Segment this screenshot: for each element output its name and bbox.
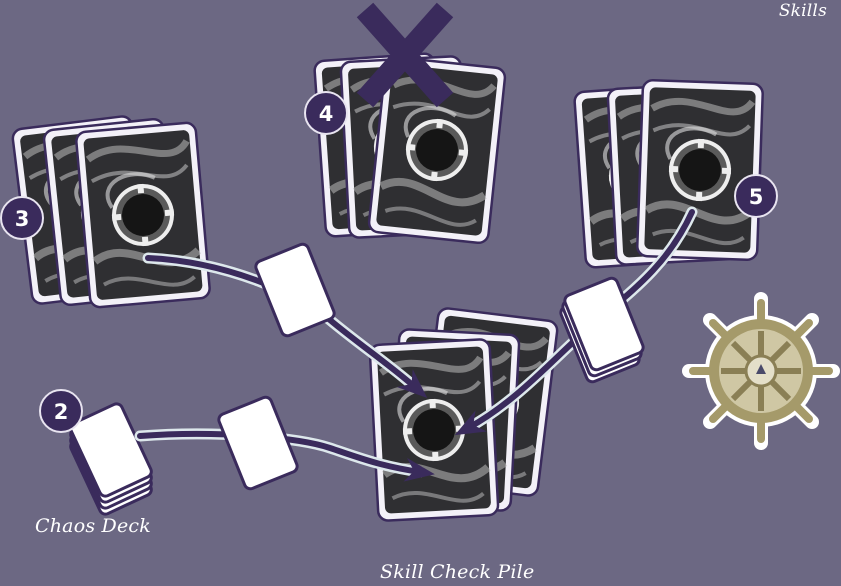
svg-text:3: 3 [15,207,30,231]
step-marker-2: 2 [40,390,82,432]
svg-text:4: 4 [319,102,334,126]
svg-text:2: 2 [54,400,69,424]
step-marker-3: 3 [1,197,43,239]
chaos-deck-label: Chaos Deck [35,515,151,537]
skill-check-pile-cards [369,307,558,521]
step-marker-5: 5 [735,175,777,217]
right-hand-cards [574,80,763,268]
card-in-transit-left [254,242,336,337]
step-marker-4: 4 [305,92,347,134]
skills-label: Skills [779,1,827,21]
skill-check-pile-label: Skill Check Pile [380,561,534,583]
ship-wheel-icon [689,299,833,443]
card-in-transit-chaos [217,395,299,490]
svg-text:5: 5 [749,185,764,209]
discarded-hand-cards [314,53,506,244]
